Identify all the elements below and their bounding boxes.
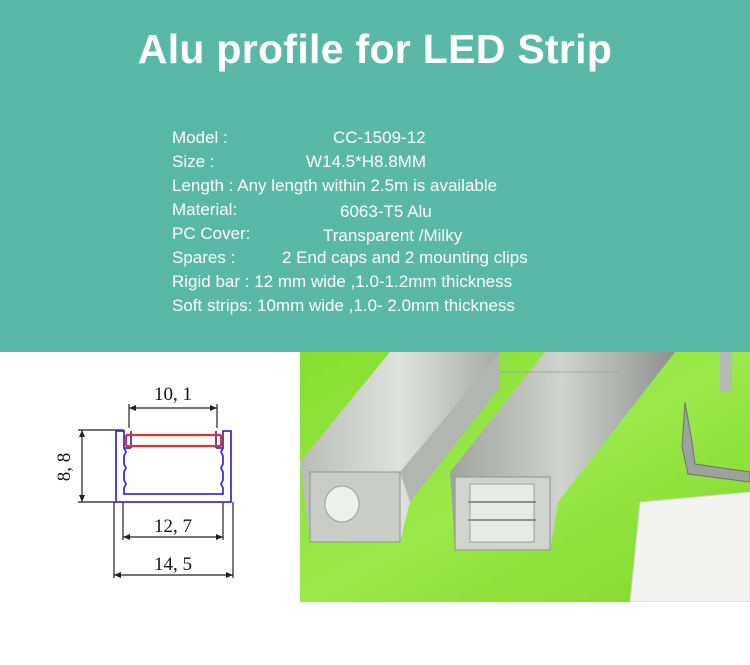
profile-outline (115, 430, 232, 503)
spec-size-value: W14.5*H8.8MM (306, 152, 426, 171)
end-cap (629, 491, 750, 603)
product-photo (300, 352, 750, 603)
dimension-lines (78, 404, 234, 578)
spec-length: Length : Any length within 2.5m is avail… (172, 176, 498, 195)
spec-pc-cover-label: PC Cover: (172, 224, 251, 243)
dimension-arrows (79, 405, 233, 578)
spec-material-label: Material: (172, 200, 238, 219)
dim-inner-top-label: 10, 1 (154, 384, 192, 405)
pc-cover-line (124, 433, 223, 448)
page-title: Alu profile for LED Strip (137, 26, 613, 72)
spec-soft-strips: Soft strips: 10mm wide ,1.0- 2.0mm thick… (172, 296, 515, 315)
photo-margin (300, 602, 750, 665)
product-photo-svg (300, 352, 750, 603)
dim-height-label: 8, 8 (54, 453, 75, 482)
dim-inner-width-label: 12, 7 (154, 516, 192, 537)
spec-spares-value: 2 End caps and 2 mounting clips (282, 248, 528, 267)
spec-banner: Alu profile for LED Strip Model : CC-150… (0, 0, 750, 352)
spec-spares-label: Spares : (172, 248, 236, 267)
spec-rigid-bar: Rigid bar : 12 mm wide ,1.0-1.2mm thickn… (172, 272, 513, 291)
spec-model-value: CC-1509-12 (333, 128, 426, 147)
spec-size-label: Size : (172, 152, 215, 171)
spec-model-label: Model : (172, 128, 228, 147)
dim-outer-width-label: 14, 5 (154, 554, 192, 575)
profile-cross-section-drawing: 10, 1 8, 8 12, 7 14, 5 (0, 352, 300, 665)
mounting-clip (681, 401, 750, 483)
spec-pc-cover-value: Transparent /Milky (323, 226, 463, 245)
spec-material-value: 6063-T5 Alu (340, 202, 432, 221)
cross-section-svg: 10, 1 8, 8 12, 7 14, 5 (54, 384, 234, 578)
